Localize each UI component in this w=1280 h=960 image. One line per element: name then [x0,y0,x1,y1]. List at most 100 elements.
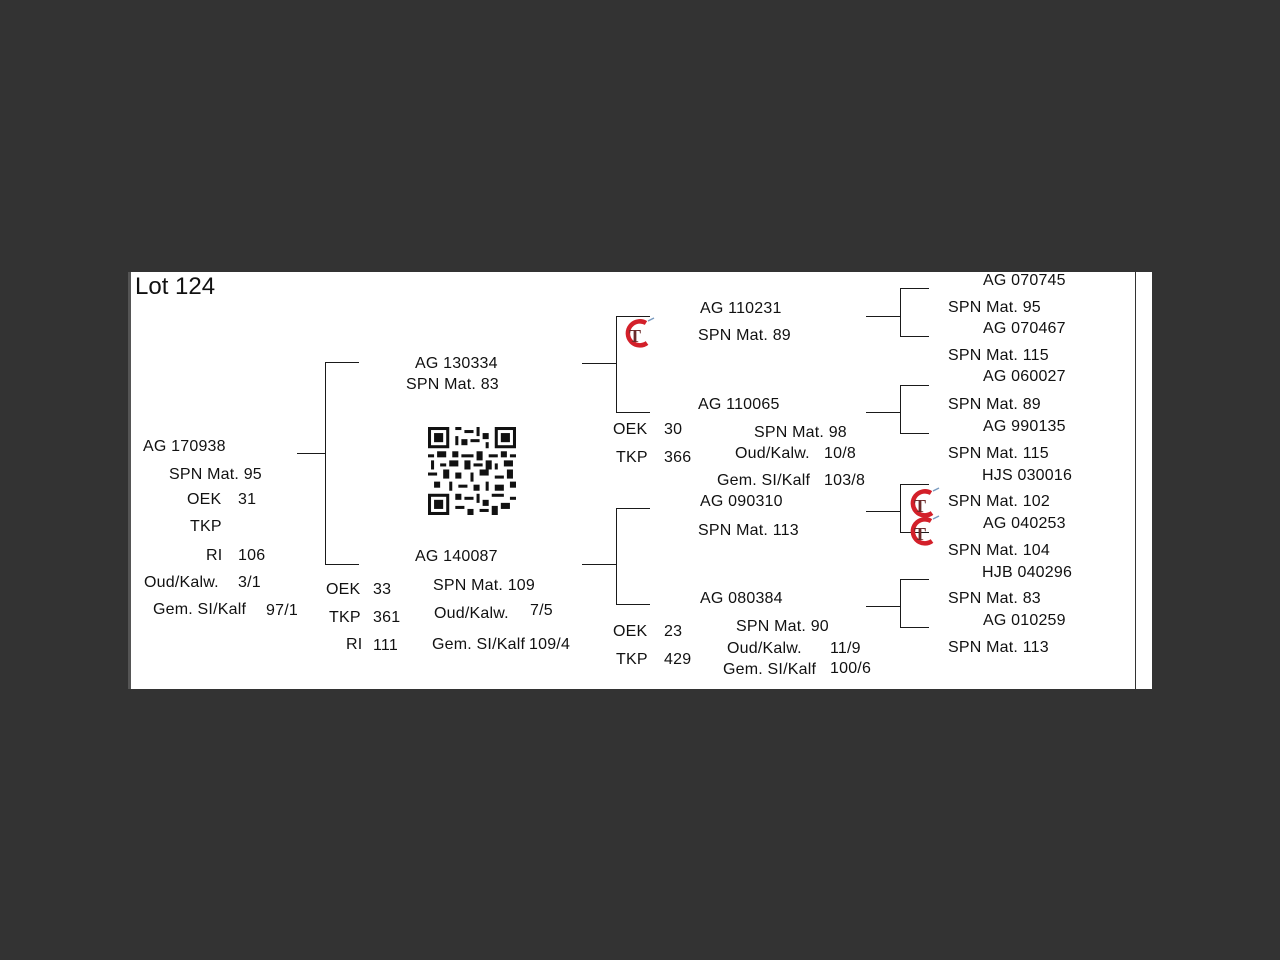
connector-animal [297,453,325,454]
connector-g3-7 [900,579,929,580]
animal-oek-label: OEK [187,491,222,508]
connector-g3-8 [900,627,929,628]
connector-g2-2-vertical [900,385,901,434]
connector-g2-4-out [866,606,901,607]
sire-sire-spn: SPN Mat. 89 [698,327,791,344]
sire-dam-code: AG 110065 [698,396,780,413]
gen3-code: HJB 040296 [982,564,1073,581]
connector-g3-4 [900,433,929,434]
dam-gem-label: Gem. SI/Kalf [432,636,526,653]
gen3-spn: SPN Mat. 102 [948,493,1051,510]
gen3-code: AG 010259 [983,612,1066,629]
connector-g3-3 [900,385,929,386]
dam-dam-oud-value: 11/9 [830,640,861,657]
dam-tkp-label: TKP [329,609,361,626]
gt-logo-letters: T [914,496,926,516]
animal-code: AG 170938 [143,438,226,455]
gen3-spn: SPN Mat. 115 [948,445,1049,462]
dam-gem-value: 109/4 [529,636,571,653]
connector-g3-5 [900,484,929,485]
dam-oek-label: OEK [326,581,361,598]
dam-ri-value: 111 [373,637,398,654]
gen3-spn: SPN Mat. 89 [948,396,1041,413]
connector-sire [325,362,359,363]
gt-logo-ring [910,517,934,546]
connector-g2-3-out [866,511,901,512]
sire-dam-gem-value: 103/8 [824,472,866,489]
connector-sire-out [582,363,616,364]
gen3-spn: SPN Mat. 83 [948,590,1041,607]
dam-oud-value: 7/5 [530,602,553,619]
gen3-spn: SPN Mat. 113 [948,639,1049,656]
gen3-code: AG 070745 [983,272,1066,289]
pedigree-sheet: Lot 124 AG 170938 SPN Mat. 95 OEK 31 TKP… [128,272,1152,689]
connector-g2-1-vertical [900,288,901,337]
dam-dam-tkp-value: 429 [664,651,692,668]
sire-dam-tkp-value: 366 [664,449,692,466]
dam-spn: SPN Mat. 109 [433,577,536,594]
gt-logo-tail [932,487,940,492]
dam-dam-tkp-label: TKP [616,651,648,668]
animal-tkp-label: TKP [190,518,222,535]
connector-sire-dam [616,412,650,413]
dam-oek-value: 33 [373,581,392,598]
sire-dam-oud-value: 10/8 [824,445,856,462]
gen3-spn: SPN Mat. 104 [948,542,1051,559]
dam-oud-label: Oud/Kalw. [434,605,509,622]
connector-sire-sire [616,316,650,317]
dam-dam-spn: SPN Mat. 90 [736,618,829,635]
sire-code: AG 130334 [415,355,498,372]
dam-sire-code: AG 090310 [700,493,783,510]
animal-oek-value: 31 [238,491,257,508]
gt-logo-ring [910,489,934,518]
sire-spn: SPN Mat. 83 [406,376,499,393]
dam-dam-gem-value: 100/6 [830,660,872,677]
dam-code: AG 140087 [415,548,498,565]
animal-gem-label: Gem. SI/Kalf [153,601,247,618]
sire-sire-code: AG 110231 [700,300,782,317]
gen3-code: HJS 030016 [982,467,1073,484]
gen3-spn: SPN Mat. 115 [948,347,1049,364]
dam-ri-label: RI [346,636,363,653]
sheet-edge-left [128,272,131,689]
gen3-spn: SPN Mat. 95 [948,299,1041,316]
connector-sire-vertical [616,316,617,413]
qr-code-icon [428,427,516,515]
gt-logo-icon: T [910,487,940,518]
sire-dam-gem-label: Gem. SI/Kalf [717,472,811,489]
connector-g3-2 [900,336,929,337]
animal-ri-label: RI [206,547,223,564]
animal-gem-value: 97/1 [266,602,298,619]
sire-dam-spn: SPN Mat. 98 [754,424,847,441]
sheet-edge-right [1135,272,1136,689]
gt-logo-icon: T [910,515,940,546]
lot-title: Lot 124 [135,273,216,300]
dam-dam-gem-label: Gem. SI/Kalf [723,661,817,678]
sire-dam-oek-value: 30 [664,421,683,438]
animal-spn: SPN Mat. 95 [169,466,262,483]
gt-logo-icon: T [625,317,655,348]
dam-sire-spn: SPN Mat. 113 [698,522,799,539]
dam-dam-oek-label: OEK [613,623,648,640]
gt-logo-ring [625,319,649,348]
sire-dam-oud-label: Oud/Kalw. [735,445,810,462]
connector-dam-sire [616,508,650,509]
sire-dam-tkp-label: TKP [616,449,648,466]
sire-dam-oek-label: OEK [613,421,648,438]
gen3-code: AG 040253 [983,515,1066,532]
connector-g2-3-vertical [900,484,901,533]
connector-dam [325,564,359,565]
dam-dam-oud-label: Oud/Kalw. [727,640,802,657]
connector-g2-2-out [866,412,901,413]
connector-dam-out [582,564,616,565]
dam-dam-code: AG 080384 [700,590,783,607]
connector-g3-1 [900,288,929,289]
animal-ri-value: 106 [238,547,266,564]
connector-parents-vertical [325,362,326,565]
gt-logo-tail [647,317,655,322]
connector-g2-1-out [866,316,901,317]
gen3-code: AG 060027 [983,368,1066,385]
animal-oud-value: 3/1 [238,574,261,591]
connector-dam-vertical [616,508,617,605]
gt-logo-letters: T [914,524,926,544]
